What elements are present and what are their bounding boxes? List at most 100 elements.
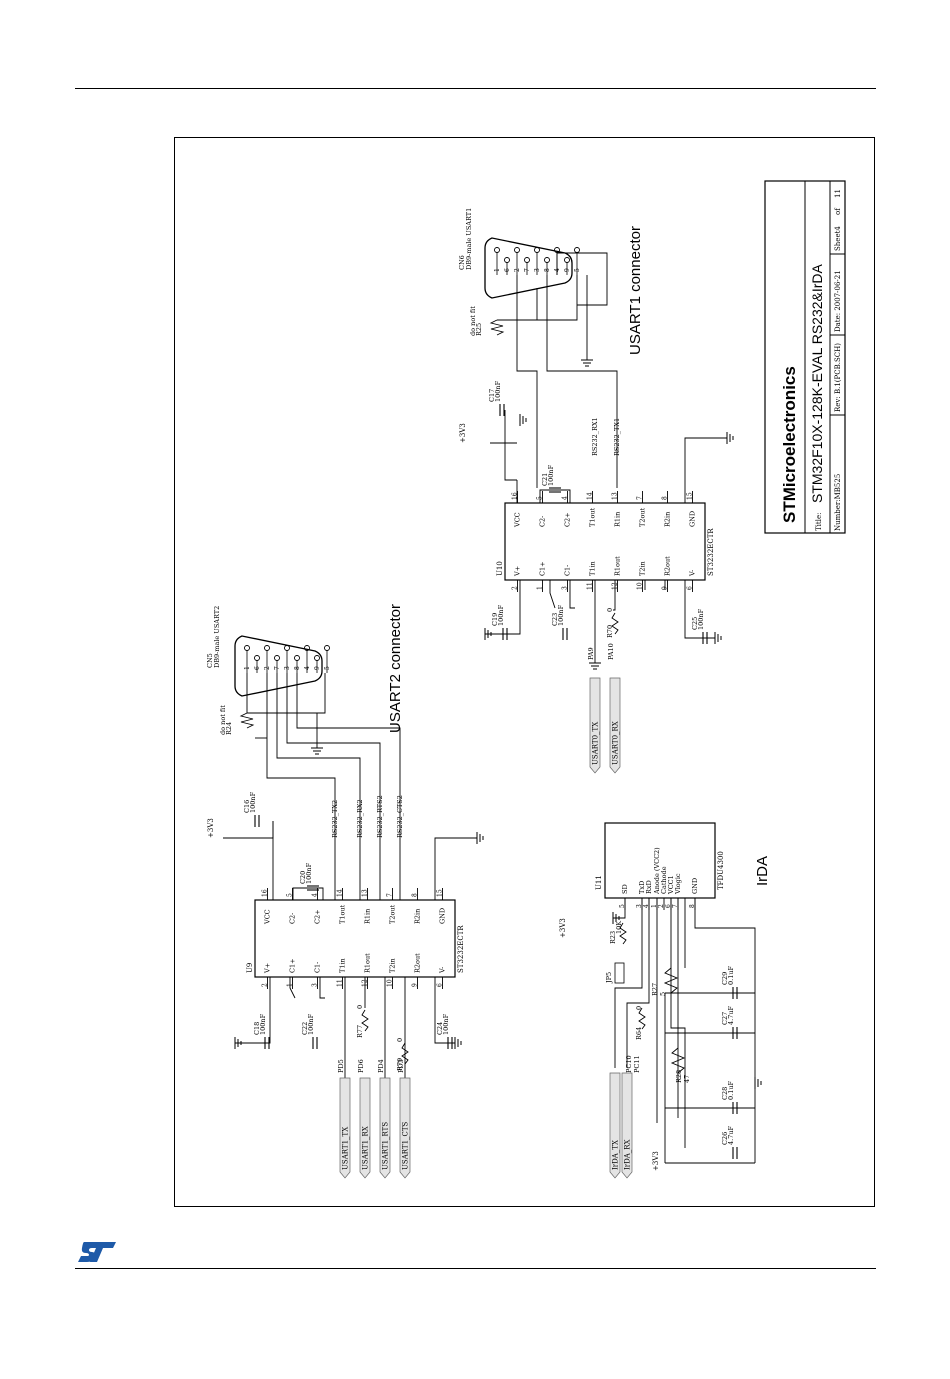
u10-pin-number-r3: 14 bbox=[587, 492, 594, 500]
u10-pin-name-r6: R2in bbox=[664, 512, 672, 527]
u10-pin-number-r5: 7 bbox=[637, 496, 644, 500]
ground-icon bbox=[311, 747, 323, 755]
jp5-ref: JP5 bbox=[605, 972, 613, 984]
ground-icon bbox=[476, 832, 484, 844]
r28-ref: R28 bbox=[675, 1070, 683, 1083]
u9-pin-name-r4: R1in bbox=[364, 909, 372, 924]
power-symbols: +3V3 +3V3 +3V3 +3V3 bbox=[207, 359, 762, 1171]
cap-value-4: 100nF bbox=[442, 1013, 450, 1035]
usart1-tx-flag-text: USART1_TX bbox=[342, 1127, 350, 1170]
u9-pin-number-r5: 7 bbox=[387, 893, 394, 897]
ground-icon bbox=[484, 628, 492, 640]
u10-pin-name-r5: T2out bbox=[639, 507, 647, 527]
supply-label-u9: +3V3 bbox=[207, 818, 215, 838]
port-label-0: PD5 bbox=[337, 1059, 345, 1073]
cap-ref-13: C29 bbox=[721, 972, 729, 985]
schematic-drawing: STMicroelectronics Title: STM32F10X-128K… bbox=[206, 180, 846, 1179]
u9-pin-number-r1: 5 bbox=[287, 893, 294, 897]
u10-part: ST3232ECTR bbox=[707, 528, 715, 576]
u9-pin-name-r7: GND bbox=[439, 908, 447, 924]
u9-pin-name-5: T2in bbox=[389, 958, 397, 973]
usart1-tx-flag: USART1_TX bbox=[339, 1077, 351, 1179]
u10-pin-number-r2: 4 bbox=[562, 496, 569, 500]
usart1-net-0: RS232_TX1 bbox=[613, 418, 621, 456]
irda-tx-flag: IrDA_TX bbox=[609, 1072, 621, 1179]
cn5-pin-0: 1 bbox=[244, 666, 251, 670]
r79-symbol bbox=[401, 1042, 409, 1065]
cn5-pin-2: 2 bbox=[264, 666, 271, 670]
capacitor-symbol bbox=[447, 1037, 453, 1049]
u10-pin-number-2: 3 bbox=[562, 586, 569, 590]
cap-value-13: 0.1uF bbox=[727, 965, 735, 985]
cn6-pin-5: 8 bbox=[544, 268, 551, 272]
cap-ref-0: C16 bbox=[243, 800, 251, 813]
cap-ref-3: C22 bbox=[301, 1022, 309, 1035]
u11-pin-number-1: 3 bbox=[636, 904, 643, 908]
cap-ref-9: C25 bbox=[691, 617, 699, 630]
irda-rx-flag: IrDA_RX bbox=[621, 1072, 633, 1179]
u9-transceiver: U9 ST3232ECTR V+2C1+1C1-3T1in11R1out12T2… bbox=[246, 888, 465, 989]
cn6-pin-3: 7 bbox=[524, 268, 531, 272]
cap-ref-6: C19 bbox=[491, 613, 499, 626]
capacitor-symbol bbox=[562, 628, 568, 640]
cn5-desc: DB9-male USART2 bbox=[213, 606, 221, 668]
u11-pin-name-6: Vlogic bbox=[674, 873, 682, 895]
component-labels: R25 do not fit R24 do not fit R70 0 R77 … bbox=[219, 306, 691, 1083]
cn5-pin-5: 8 bbox=[294, 666, 301, 670]
u10-pin-number-r7: 15 bbox=[687, 492, 694, 500]
cap-ref-8: C23 bbox=[551, 613, 559, 626]
r70-ref: R70 bbox=[606, 625, 614, 638]
u11-pin-number-4: 2 bbox=[658, 904, 665, 908]
u9-pin-name-2: C1- bbox=[314, 962, 322, 973]
cn5-pin-1: 6 bbox=[254, 666, 261, 670]
cap-ref-1: C18 bbox=[253, 1022, 261, 1035]
u11-pin-number-7: 8 bbox=[689, 904, 696, 908]
u9-pin-number-3: 11 bbox=[337, 979, 344, 987]
board-title: STM32F10X-128K-EVAL RS232&IrDA bbox=[809, 263, 825, 503]
u10-pin-name-r2: C2+ bbox=[564, 512, 572, 527]
u11-pin-number-5: 6 bbox=[665, 904, 672, 908]
r24-symbol bbox=[239, 712, 255, 729]
usart0-rx-flag-text: USART0_RX bbox=[612, 721, 620, 765]
r77-value: 0 bbox=[356, 1005, 364, 1009]
capacitor-symbol bbox=[254, 815, 260, 827]
schematic-frame: STMicroelectronics Title: STM32F10X-128K… bbox=[174, 137, 875, 1207]
rev-field: Rev: B.1(PCB.SCH) bbox=[834, 343, 842, 412]
irda-rx-flag-text: IrDA_RX bbox=[624, 1139, 632, 1170]
u9-pin-name-7: V- bbox=[439, 967, 447, 974]
capacitor-symbol bbox=[312, 1037, 318, 1049]
u10-pin-number-r0: 16 bbox=[512, 492, 519, 500]
cn5-pin-8: 5 bbox=[324, 666, 331, 670]
ground-icon bbox=[714, 632, 722, 644]
footer-rule bbox=[75, 1268, 876, 1269]
r23-symbol bbox=[619, 922, 627, 945]
capacitor-symbol bbox=[732, 987, 738, 999]
u10-pin-name-r1: C2- bbox=[539, 516, 547, 527]
cn6-pin-6: 4 bbox=[554, 268, 561, 272]
u10-pin-number-r6: 8 bbox=[662, 496, 669, 500]
r23-value: 10K bbox=[615, 921, 623, 934]
u11-pin-number-3: 1 bbox=[651, 904, 658, 908]
cn5-pin-6: 4 bbox=[304, 666, 311, 670]
r24-note: do not fit bbox=[219, 705, 227, 735]
capacitor-symbol bbox=[264, 1037, 270, 1049]
r27-symbol bbox=[663, 967, 679, 994]
r25-ref: R25 bbox=[475, 323, 483, 336]
usart2-net-2: RS232_RTS2 bbox=[376, 795, 384, 838]
usart1-section-title: USART1 connector bbox=[627, 226, 644, 355]
title-block: STMicroelectronics Title: STM32F10X-128K… bbox=[764, 180, 846, 534]
u9-pin-name-3: T1in bbox=[339, 958, 347, 973]
cn6-pin-2: 2 bbox=[514, 268, 521, 272]
u9-pin-number-6: 9 bbox=[412, 983, 419, 987]
u9-pin-name-0: V+ bbox=[264, 963, 272, 974]
u9-pin-name-r1: C2- bbox=[289, 913, 297, 924]
u11-pin-name-2: RxD bbox=[645, 880, 653, 894]
u10-pin-name-r7: GND bbox=[689, 511, 697, 527]
cn6-ref: CN6 bbox=[458, 255, 466, 270]
cap-ref-12: C28 bbox=[721, 1087, 729, 1100]
r64-value: 0 bbox=[635, 1006, 643, 1010]
cn6-pin-4: 3 bbox=[534, 268, 541, 272]
